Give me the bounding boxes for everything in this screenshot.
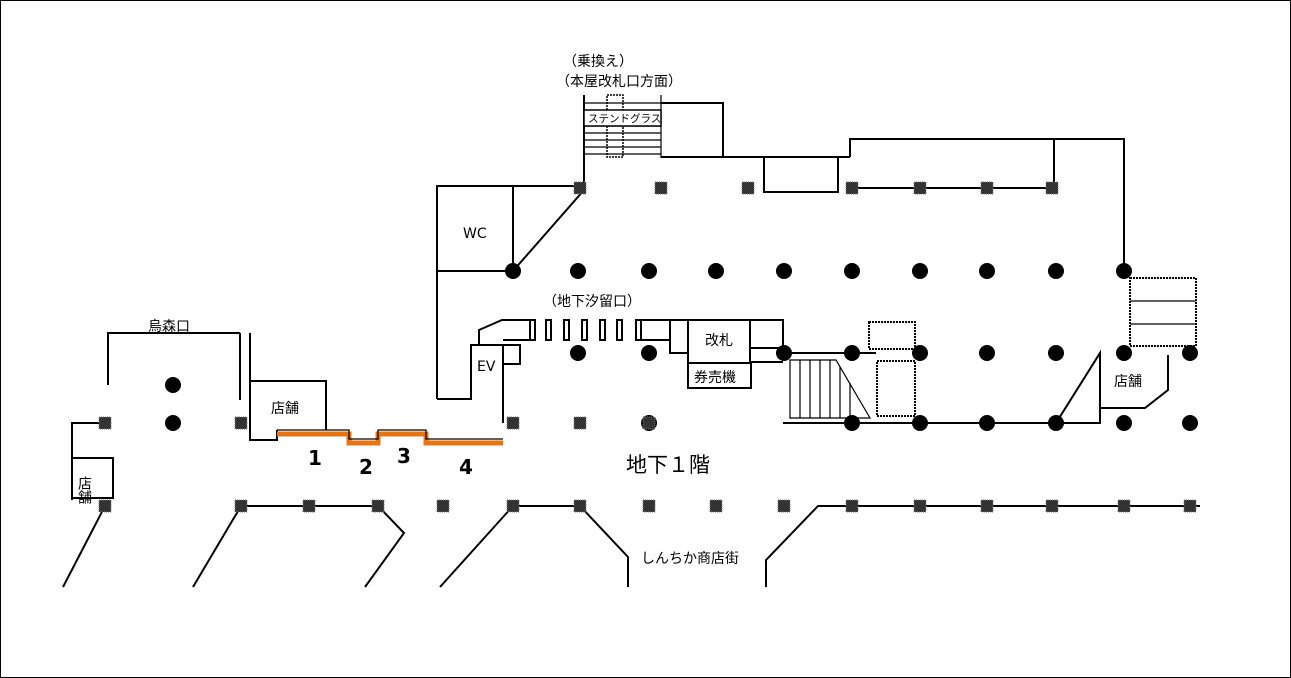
square-pillar — [506, 499, 520, 513]
round-pillar — [1182, 415, 1198, 431]
wc-label: WC — [463, 226, 487, 242]
round-pillar — [570, 345, 586, 361]
round-pillar — [912, 415, 928, 431]
square-pillar — [654, 181, 668, 195]
transfer-label: （乗換え） — [563, 54, 633, 70]
square-pillar — [642, 416, 656, 430]
round-pillar — [570, 263, 586, 279]
round-pillar — [165, 415, 181, 431]
shop-label: 店舗 — [271, 401, 299, 417]
square-pillar — [436, 499, 450, 513]
ticket-machine-label: 券売機 — [694, 370, 736, 386]
round-pillar — [912, 263, 928, 279]
square-pillar — [845, 181, 859, 195]
round-pillar — [1116, 415, 1132, 431]
upper-stairs — [583, 94, 662, 188]
platform-number-3: 3 — [397, 444, 411, 468]
round-pillar — [776, 263, 792, 279]
honya-gate-direction-label: （本屋改札口方面） — [556, 74, 682, 90]
ticket-gate-label: 改札 — [705, 333, 733, 349]
platform-number-1: 1 — [308, 446, 322, 470]
round-pillar — [844, 263, 860, 279]
square-pillar — [506, 416, 520, 430]
shop-label-vertical: 店舗 — [76, 476, 92, 504]
square-pillar — [234, 416, 248, 430]
round-pillar — [1116, 263, 1132, 279]
stained-glass-label: ステンドグラス — [588, 112, 661, 125]
round-pillar — [979, 263, 995, 279]
square-pillar — [573, 499, 587, 513]
floor-label: 地下１階 — [626, 453, 710, 477]
round-pillar — [1182, 345, 1198, 361]
shinchika-shopping-street-label: しんちか商店街 — [641, 551, 739, 567]
round-pillar — [641, 345, 657, 361]
square-pillar — [98, 499, 112, 513]
platform-number-2: 2 — [359, 455, 373, 479]
square-pillar — [1045, 181, 1059, 195]
square-pillar — [741, 181, 755, 195]
square-pillar — [302, 499, 316, 513]
round-pillar — [1048, 345, 1064, 361]
square-pillar — [234, 499, 248, 513]
square-pillar — [913, 181, 927, 195]
round-pillar — [165, 377, 181, 393]
round-pillar — [505, 263, 521, 279]
karasumori-exit-label: 烏森口 — [148, 318, 190, 335]
square-pillar — [777, 499, 791, 513]
round-pillar — [1048, 263, 1064, 279]
round-pillar — [979, 415, 995, 431]
square-pillar — [371, 499, 385, 513]
round-pillar — [979, 345, 995, 361]
square-pillar — [1183, 499, 1197, 513]
elevator-label: EV — [477, 359, 496, 375]
square-pillar — [98, 416, 112, 430]
square-pillar — [1117, 499, 1131, 513]
square-pillar — [980, 499, 994, 513]
pillars — [98, 181, 1198, 513]
round-pillar — [641, 263, 657, 279]
square-pillar — [709, 499, 723, 513]
round-pillar — [844, 415, 860, 431]
round-pillar — [844, 345, 860, 361]
platform-number-4: 4 — [459, 455, 473, 479]
round-pillar — [1048, 415, 1064, 431]
square-pillar — [642, 499, 656, 513]
round-pillar — [776, 345, 792, 361]
square-pillar — [980, 181, 994, 195]
square-pillar — [1045, 499, 1059, 513]
round-pillar — [912, 345, 928, 361]
square-pillar — [573, 181, 587, 195]
round-pillar — [1116, 345, 1132, 361]
round-pillar — [708, 263, 724, 279]
square-pillar — [573, 416, 587, 430]
square-pillar — [845, 499, 859, 513]
shop-label-right: 店舗 — [1114, 374, 1142, 390]
square-pillar — [913, 499, 927, 513]
shiodome-exit-label: （地下汐留口） — [543, 294, 641, 310]
escalator-right-lower — [789, 277, 1197, 419]
